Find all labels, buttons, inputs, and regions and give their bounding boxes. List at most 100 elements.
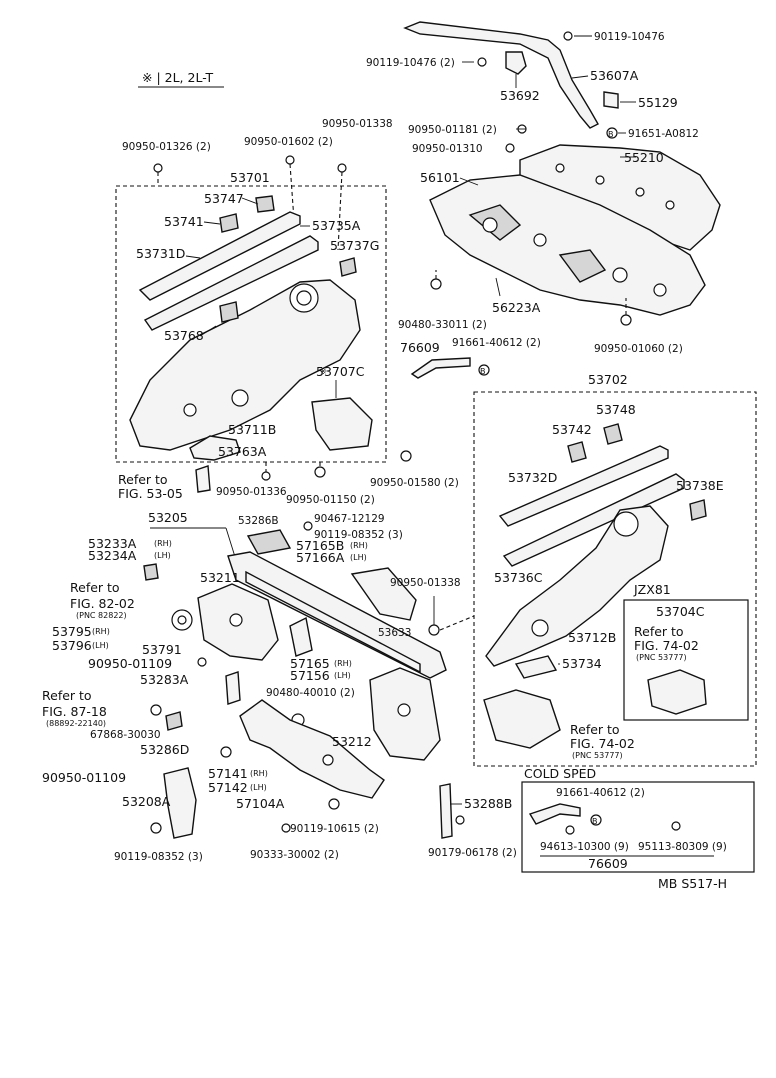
bracket-53742 [567,441,587,463]
hood-support-76609 [410,357,471,379]
label-p22: 53763A [218,444,267,459]
label-p19: 53768 [164,328,204,343]
ref5-line2: FIG. 74-02 [634,638,699,653]
label-p37: 53712B [568,630,616,645]
label-p5: 55129 [638,95,678,110]
tag-lh-1: (LH) [350,553,367,562]
label-p70: 90179-06178 (2) [428,847,517,859]
label-p65: 57104A [236,796,285,811]
b-mark-2: B [480,367,486,376]
label-p67: 53288B [464,796,512,811]
ref2-line2: FIG. 82-02 [70,596,135,611]
bracket-53208A [163,767,197,839]
label-p51: 53796 [52,638,92,653]
bracket-53633 [350,567,417,621]
label-p14: 53747 [204,191,244,206]
label-p18: 53737G [330,238,379,253]
label-p52: 53791 [142,642,182,657]
upper-rail-53732D [498,445,685,567]
label-p54: 57165 [290,656,330,671]
radiator-support-53205 [227,551,447,679]
ref3-line3: (88892-22140) [46,719,106,728]
group-frame-53702 [473,391,757,767]
label-p39: 53205 [148,510,188,525]
ref3-line2: FIG. 87-18 [42,704,107,719]
label-p28: 76609 [400,340,440,355]
label-p61: 90950-01109 [42,770,126,785]
label-p29: 91661-40612 (2) [452,337,541,349]
label-p9: 55210 [624,150,664,165]
tag-rh-2: (RH) [154,539,172,548]
label-p53: 90950-01109 [88,656,172,671]
label-p8: 90950-01310 [412,143,483,155]
ref4-line2: FIG. 74-02 [570,736,635,751]
bracket-53288B [439,783,453,839]
label-p7: 91651-A0812 [628,128,699,140]
label-p57: 90480-40010 (2) [266,687,355,699]
tag-lh-4: (LH) [334,671,351,680]
tag-lh-5: (LH) [250,783,267,792]
label-p60: 53212 [332,734,372,749]
upper-rail-53731D [138,195,319,331]
jzx81-frame [623,599,749,721]
label-p64: 53208A [122,794,171,809]
label-p49: 53633 [378,627,411,639]
label-p62: 57141 [208,766,248,781]
tag-rh-1: (RH) [350,541,368,550]
label-p33: 53732D [508,470,557,485]
label-p48: 90950-01338 [390,577,461,589]
label-p21: 53711B [228,422,276,437]
ref1-line2: FIG. 53-05 [118,486,183,501]
label-p45: 57165B [296,538,344,553]
diagram-code: MB S517-H [658,876,727,891]
label-p24: 90950-01150 (2) [286,494,375,506]
label-p40: 53286B [238,515,279,527]
label-p30: 90950-01060 (2) [594,343,683,355]
label-jzx81: JZX81 [633,582,671,597]
cowl-panel-55210 [519,144,721,251]
clip-53233A [143,563,159,581]
ref4-line1: Refer to [570,722,620,737]
label-p17: 53731D [136,246,185,261]
tag-rh-4: (RH) [334,659,352,668]
label-p50: 53795 [52,624,92,639]
label-group-53702: 53702 [588,372,628,387]
group-frame-53701 [115,185,387,463]
bracket-53738E [689,499,707,521]
tag-rh-5: (RH) [250,769,268,778]
label-p15: 53741 [164,214,204,229]
ref2-line1: Refer to [70,580,120,595]
label-p16: 53735A [312,218,361,233]
label-p44: 53234A [88,548,137,563]
label-p25: 90950-01580 (2) [370,477,459,489]
label-p20: 53707C [316,364,365,379]
side-member-53211 [197,583,279,661]
label-p3: 53607A [590,68,639,83]
crossmember-57104A [239,699,385,799]
bracket-53734 [514,655,558,679]
tag-lh-2: (LH) [154,551,171,560]
label-p10: 56101 [420,170,460,185]
label-p4: 53692 [500,88,540,103]
ref2-line3: (PNC 82822) [76,611,127,620]
bracket-53283A [225,671,241,705]
label-p46: 57166A [296,550,345,565]
label-p2: 90119-10476 (2) [366,57,455,69]
label-p41: 90467-12129 [314,513,385,525]
bracket-53707C [311,397,373,451]
label-p13: 90950-01602 (2) [244,136,333,148]
label-p43: 53233A [88,536,137,551]
label-p36: 53704C [656,604,705,619]
label-p56: 53283A [140,672,189,687]
bracket-53286B [246,529,292,555]
bracket-53737G [339,257,357,277]
ref5-line3: (PNC 53777) [636,653,687,662]
label-p35: 53736C [494,570,543,585]
label-group-53701: 53701 [230,170,270,185]
jzx81-bracket [647,669,707,715]
label-p6: 90950-01181 (2) [408,124,497,136]
cold-sped-support [528,803,581,825]
label-p47: 53211 [200,570,240,585]
bracket-53748 [603,423,623,445]
